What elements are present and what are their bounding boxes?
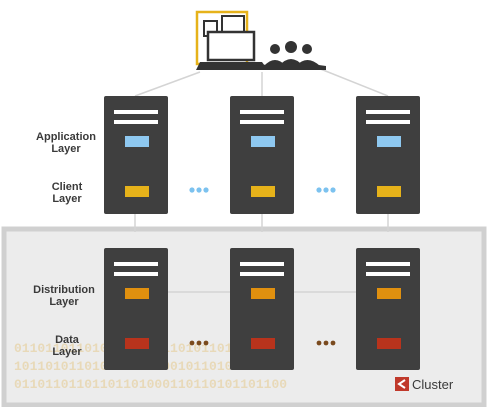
data-block	[125, 338, 149, 349]
cluster-icon	[395, 377, 409, 391]
data-layer-label: Data Layer	[52, 334, 82, 358]
client-block	[377, 186, 401, 197]
cluster-label: Cluster	[412, 377, 454, 392]
ellipsis-brown	[189, 340, 336, 346]
distribution-block	[251, 288, 275, 299]
data-block	[377, 338, 401, 349]
server-app-2	[230, 96, 294, 214]
client-block	[125, 186, 149, 197]
distribution-layer-label: Distribution Layer	[33, 284, 95, 308]
server-data-2	[230, 248, 294, 370]
application-block	[377, 136, 401, 147]
binary-row: 01101101101101101000110110101101100	[14, 377, 287, 392]
data-block	[251, 338, 275, 349]
server-app-1	[104, 96, 168, 214]
server-app-3	[356, 96, 420, 214]
users-icon	[256, 41, 326, 70]
server-data-3	[356, 248, 420, 370]
application-block	[251, 136, 275, 147]
application-layer-label: Application Layer	[36, 131, 96, 155]
application-block	[125, 136, 149, 147]
client-block	[251, 186, 275, 197]
distribution-block	[377, 288, 401, 299]
laptop-icon	[195, 10, 268, 70]
server-data-1	[104, 248, 168, 370]
client-layer-label: Client Layer	[51, 181, 83, 205]
connector-lines	[134, 67, 389, 293]
distribution-block	[125, 288, 149, 299]
ellipsis-blue	[189, 187, 336, 193]
